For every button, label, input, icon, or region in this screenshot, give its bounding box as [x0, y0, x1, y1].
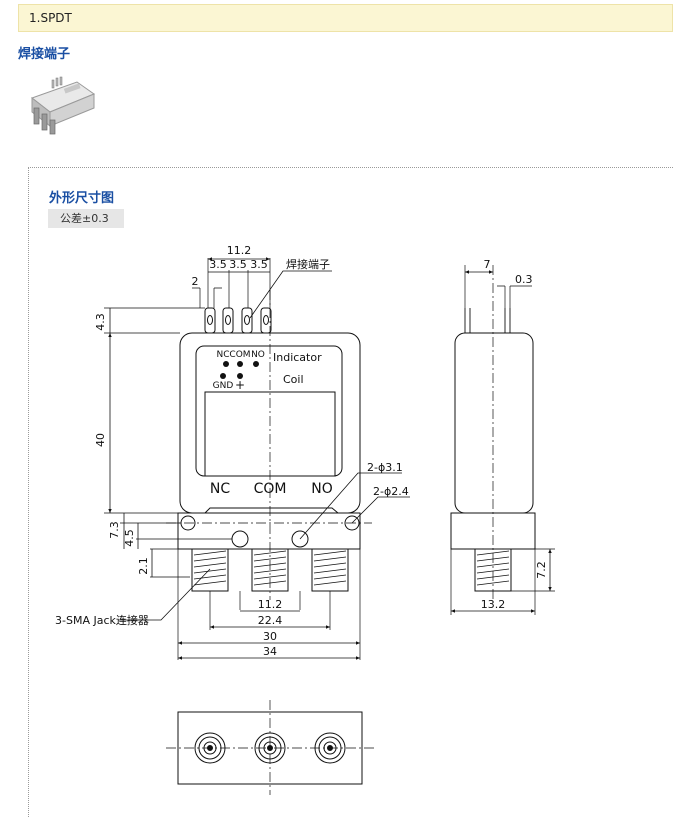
dim-7-2: 7.2 — [535, 561, 548, 579]
dim-40: 40 — [94, 433, 107, 447]
dim-3-5-b: 3.5 — [229, 258, 247, 271]
solder-terminal-label: 焊接端子 — [286, 257, 330, 271]
dim-34: 34 — [263, 645, 277, 658]
dim-3-5-c: 3.5 — [250, 258, 268, 271]
gnd-label: GND — [213, 381, 234, 391]
indicator-label: Indicator — [273, 351, 322, 364]
solder-terminals — [204, 307, 272, 334]
hole-3-1-label: 2-ϕ3.1 — [367, 461, 403, 474]
section-title: 1.SPDT — [29, 11, 72, 25]
dim-13-2: 13.2 — [481, 598, 506, 611]
hole-2-4-label: 2-ϕ2.4 — [373, 485, 409, 498]
nc-big-label: NC — [210, 481, 230, 497]
bottom-view-connectors — [194, 732, 346, 764]
nc-small-label: NC — [216, 350, 229, 360]
dim-4-3: 4.3 — [94, 313, 107, 331]
no-small-label: NO — [251, 350, 265, 360]
dim-0-3: 0.3 — [515, 273, 533, 286]
plus-label: + — [235, 378, 245, 392]
coil-label: Coil — [283, 373, 304, 386]
dim-3-5-a: 3.5 — [209, 258, 227, 271]
dim-30: 30 — [263, 630, 277, 643]
indicator-dots — [220, 361, 259, 379]
com-big-label: COM — [254, 481, 287, 497]
drawing-title: 外形尺寸图 — [49, 191, 115, 206]
no-big-label: NO — [311, 481, 333, 497]
dim-11-2-top: 11.2 — [227, 244, 252, 257]
dim-4-5: 4.5 — [123, 529, 136, 547]
product-image — [30, 76, 96, 135]
flange — [177, 512, 361, 550]
dim-11-2-bottom: 11.2 — [258, 598, 283, 611]
section-header: 1.SPDT — [18, 4, 673, 32]
dim-2-1: 2.1 — [137, 557, 150, 575]
sma-label: 3-SMA Jack连接器 — [55, 614, 149, 627]
side-view-body — [454, 332, 534, 514]
hole-3-1-right — [291, 530, 309, 548]
dim-7-3: 7.3 — [108, 521, 121, 539]
dim-22-4: 22.4 — [258, 614, 283, 627]
com-small-label: COM — [229, 350, 250, 360]
tolerance-badge: 公差±0.3 — [48, 209, 124, 228]
product-subtitle: 焊接端子 — [18, 47, 71, 62]
dim-2: 2 — [192, 275, 199, 288]
drawing-container — [28, 167, 673, 817]
dim-7: 7 — [484, 258, 491, 271]
